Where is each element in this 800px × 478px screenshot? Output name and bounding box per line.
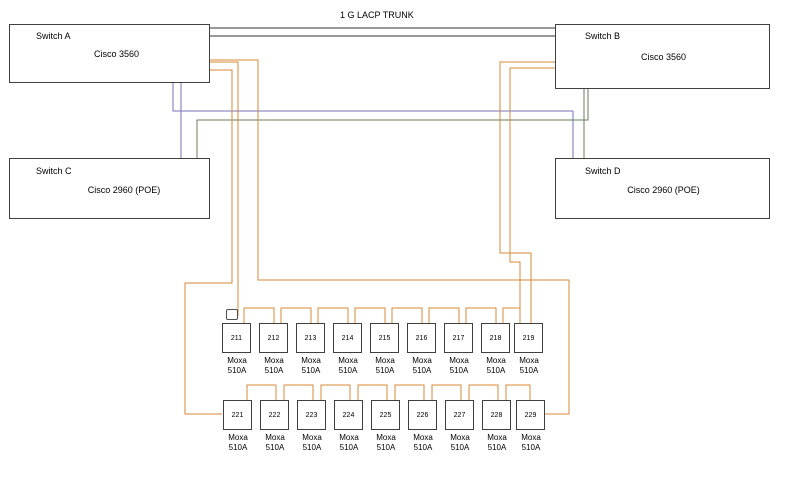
device-id: 216 xyxy=(415,334,428,342)
device-id: 214 xyxy=(341,334,354,342)
device-id: 229 xyxy=(524,411,537,419)
moxa-212[interactable]: 212 xyxy=(259,323,288,353)
switch-b-model: Cisco 3560 xyxy=(640,52,687,62)
device-id: 225 xyxy=(379,411,392,419)
link-b-to-219 xyxy=(499,61,556,323)
link-b-to-c-green xyxy=(196,88,589,158)
switch-b[interactable]: Switch B Cisco 3560 xyxy=(555,24,770,89)
device-id: 221 xyxy=(231,411,244,419)
device-id: 215 xyxy=(378,334,391,342)
link-a-to-211 xyxy=(209,61,239,316)
moxa-214[interactable]: 214 xyxy=(333,323,362,353)
trunk-label: 1 G LACP TRUNK xyxy=(340,10,414,20)
device-id: 218 xyxy=(489,334,502,342)
device-id: 217 xyxy=(452,334,465,342)
moxa-217[interactable]: 217 xyxy=(444,323,473,353)
moxa-221[interactable]: 221 xyxy=(223,400,252,430)
moxa-219[interactable]: 219 xyxy=(514,323,543,353)
moxa-227[interactable]: 227 xyxy=(445,400,474,430)
switch-b-name: Switch B xyxy=(585,31,621,41)
switch-c[interactable]: Switch C Cisco 2960 (POE) xyxy=(9,158,210,219)
switch-a-name: Switch A xyxy=(36,31,71,41)
moxa-218[interactable]: 218 xyxy=(481,323,510,353)
switch-a-model: Cisco 3560 xyxy=(93,49,140,59)
moxa-229[interactable]: 229 xyxy=(516,400,545,430)
device-id: 212 xyxy=(267,334,280,342)
device-id: 223 xyxy=(305,411,318,419)
moxa-215[interactable]: 215 xyxy=(370,323,399,353)
switch-d-model: Cisco 2960 (POE) xyxy=(627,185,700,195)
moxa-224[interactable]: 224 xyxy=(334,400,363,430)
device-id: 224 xyxy=(342,411,355,419)
moxa-222[interactable]: 222 xyxy=(260,400,289,430)
moxa-226[interactable]: 226 xyxy=(408,400,437,430)
device-id: 219 xyxy=(522,334,535,342)
device-id: 222 xyxy=(268,411,281,419)
moxa-225[interactable]: 225 xyxy=(371,400,400,430)
moxa-216[interactable]: 216 xyxy=(407,323,436,353)
moxa-223[interactable]: 223 xyxy=(297,400,326,430)
device-id: 213 xyxy=(304,334,317,342)
switch-d[interactable]: Switch D Cisco 2960 (POE) xyxy=(555,158,770,219)
moxa-228[interactable]: 228 xyxy=(482,400,511,430)
switch-c-name: Switch C xyxy=(36,166,72,176)
switch-a[interactable]: Switch A Cisco 3560 xyxy=(9,24,210,83)
link-b-to-219b xyxy=(509,67,556,323)
device-id: 211 xyxy=(230,334,243,342)
moxa-213[interactable]: 213 xyxy=(296,323,325,353)
link-a-to-d-purple xyxy=(172,82,574,158)
device-id: 228 xyxy=(490,411,503,419)
link-a-to-221 xyxy=(184,69,233,415)
device-id: 226 xyxy=(416,411,429,419)
moxa-211[interactable]: 211 xyxy=(222,323,251,353)
switch-c-model: Cisco 2960 (POE) xyxy=(87,185,161,195)
connector-icon xyxy=(226,309,238,320)
switch-d-name: Switch D xyxy=(585,166,621,176)
link-a-orange-upper xyxy=(209,59,570,415)
device-id: 227 xyxy=(453,411,466,419)
